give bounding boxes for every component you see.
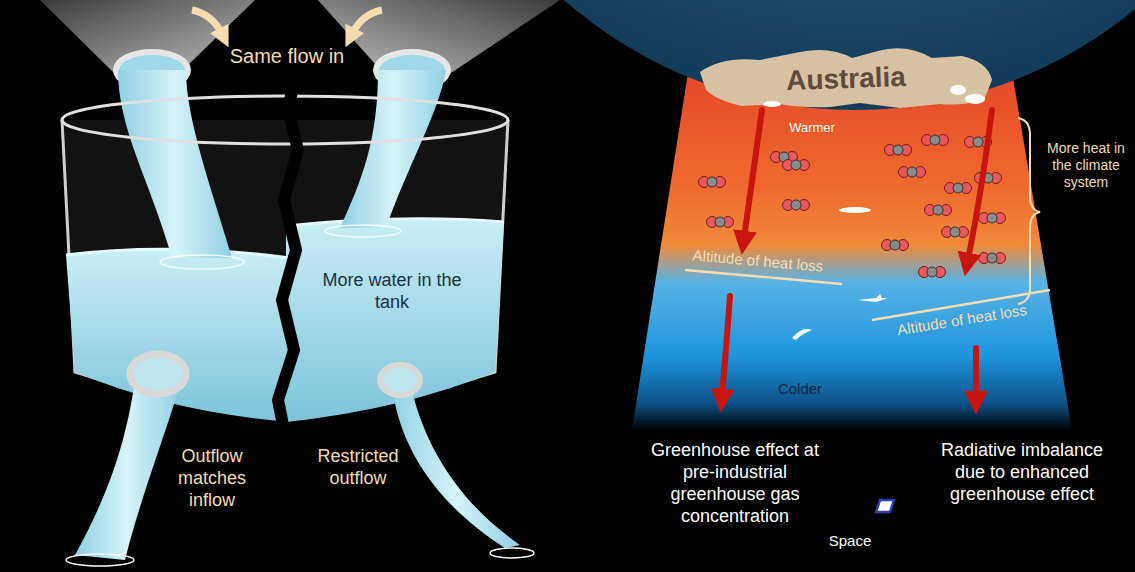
ripple: [160, 255, 244, 269]
tank-label: More water in the tank: [322, 270, 462, 314]
cloud: [839, 207, 871, 213]
temperature-label: Colder: [760, 380, 840, 398]
clouds: [763, 85, 985, 340]
heat-arrow: [722, 296, 730, 396]
ripple: [66, 554, 134, 566]
water-left: [66, 249, 290, 422]
space-label: Space: [815, 532, 885, 550]
cloud: [950, 85, 966, 95]
satellite-panel: [876, 500, 894, 512]
caption-label: Greenhouse effect at pre-industrial gree…: [635, 440, 835, 528]
co2-molecule: [885, 145, 912, 156]
co2-molecule: [922, 135, 949, 146]
flow-arrow: [352, 10, 382, 34]
inflow-stream: [340, 70, 446, 228]
co2-molecule: [707, 217, 734, 228]
inflow-label: Same flow in: [212, 44, 362, 68]
co2-molecule: [919, 267, 946, 278]
cloud: [965, 94, 985, 104]
atmosphere-column: [632, 60, 1072, 430]
bracket: [1018, 118, 1040, 304]
split-crack: [278, 72, 298, 440]
water-right: [286, 219, 504, 422]
heat-arrow: [744, 110, 762, 238]
water-surface: [286, 219, 504, 226]
altitude-label: Altitude of heat loss: [877, 298, 1048, 343]
outflow-stream: [75, 380, 180, 560]
co2-molecule: [979, 213, 1006, 224]
outflow-label: Outflow matches inflow: [167, 446, 257, 512]
outflow-label: Restricted outflow: [308, 446, 408, 490]
cloud: [763, 101, 781, 107]
heat-arrow: [973, 348, 979, 398]
co2-molecule: [945, 183, 972, 194]
co2-molecule: [942, 227, 969, 238]
outflow-pipes: [66, 354, 534, 566]
co2-molecule: [783, 160, 810, 171]
altitude-label: Altitude of heat loss: [678, 245, 839, 277]
co2-molecule: [925, 205, 952, 216]
bracket-label: More heat in the climate system: [1042, 140, 1130, 191]
caption-label: Radiative imbalance due to enhanced gree…: [930, 440, 1115, 506]
co2-molecule: [882, 240, 909, 251]
ripple: [490, 548, 534, 558]
australia-land: [700, 48, 992, 108]
country-name: Australia: [760, 59, 931, 99]
co2-molecule: [699, 177, 726, 188]
flow-arrows: [192, 10, 382, 34]
outlet-collar: [380, 365, 420, 395]
flow-arrow: [192, 10, 222, 34]
earth-globe: [415, 0, 1135, 110]
satellite: [876, 500, 894, 512]
aircraft: [858, 294, 888, 302]
outlet-collar: [130, 354, 186, 394]
heat-arrow: [968, 110, 992, 260]
cloud: [792, 329, 812, 340]
co2-molecule: [975, 173, 1002, 184]
co2-molecule: [899, 167, 926, 178]
ripple: [325, 225, 401, 237]
temperature-label: Warmer: [777, 120, 847, 136]
co2-molecule: [783, 200, 810, 211]
co2-molecule: [979, 253, 1006, 264]
outflow-stream: [392, 382, 520, 548]
